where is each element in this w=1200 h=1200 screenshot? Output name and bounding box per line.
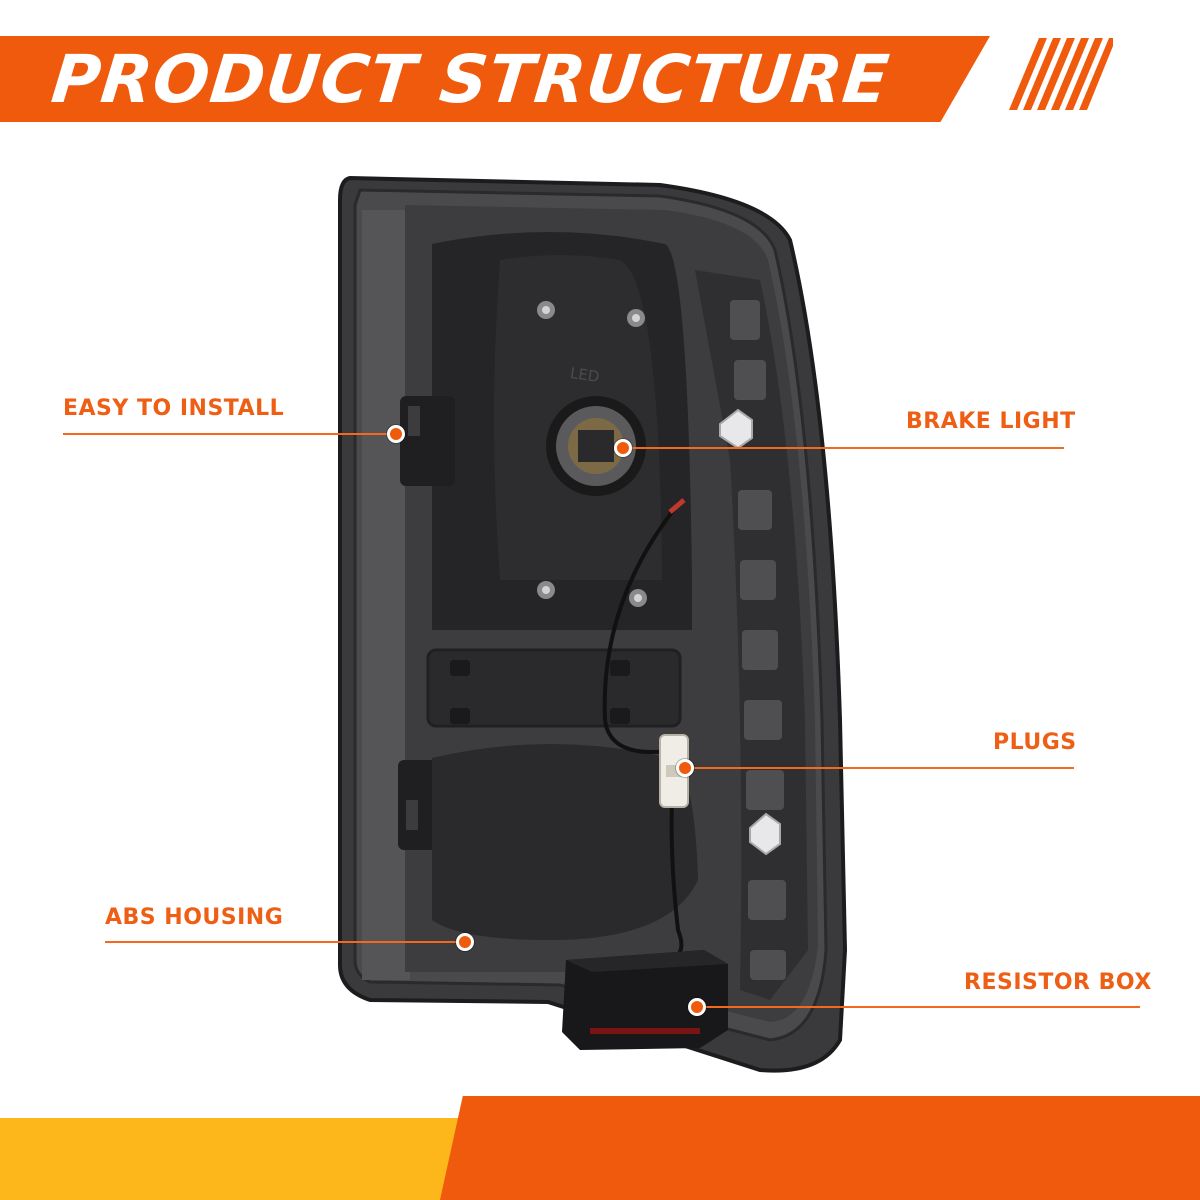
marker-easy-to-install xyxy=(387,425,405,443)
embossed-led: LED xyxy=(569,364,601,386)
title-banner xyxy=(0,36,990,122)
page-title: PRODUCT STRUCTURE xyxy=(48,41,894,118)
footer-orange-bar xyxy=(440,1096,1200,1200)
leader-resistor-box xyxy=(700,1006,1140,1008)
stripe-decoration-icon xyxy=(1009,38,1113,110)
leader-brake-light xyxy=(626,447,1064,449)
callout-resistor-box: RESISTOR BOX xyxy=(964,970,1152,995)
callout-brake-light: BRAKE LIGHT xyxy=(906,409,1076,434)
callout-easy-to-install: EASY TO INSTALL xyxy=(63,396,285,421)
resistor-box xyxy=(562,950,728,1050)
marker-plugs xyxy=(676,759,694,777)
lower-cavity xyxy=(432,744,698,940)
marker-abs-housing xyxy=(456,933,474,951)
brake-socket xyxy=(546,396,646,496)
footer-yellow-bar xyxy=(0,1118,520,1200)
leader-plugs xyxy=(690,767,1074,769)
marker-brake-light xyxy=(614,439,632,457)
callout-plugs: PLUGS xyxy=(993,730,1077,755)
marker-resistor-box xyxy=(688,998,706,1016)
callout-abs-housing: ABS HOUSING xyxy=(105,905,284,930)
tail-light-image: LED xyxy=(338,175,848,1073)
mounting-clips xyxy=(719,408,781,856)
leader-easy-to-install xyxy=(63,433,393,435)
leader-abs-housing xyxy=(105,941,460,943)
